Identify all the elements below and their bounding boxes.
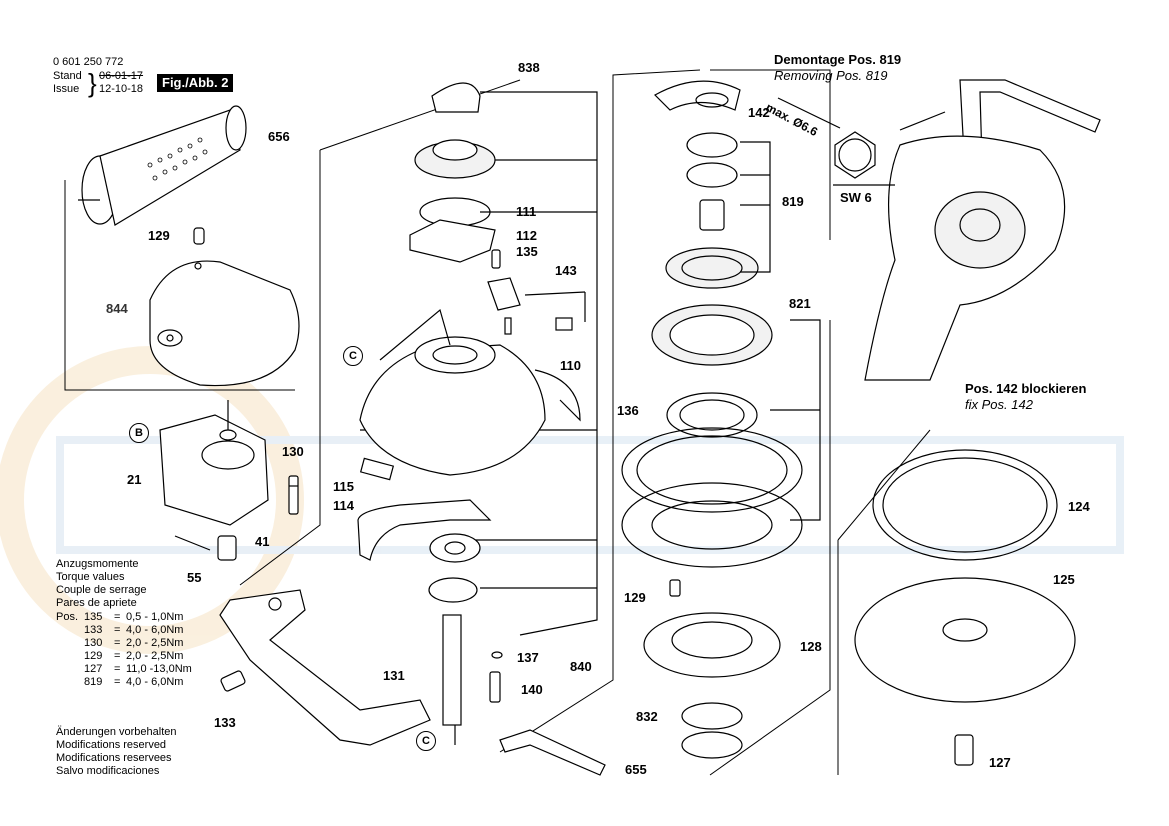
torque-pos: 129	[84, 650, 103, 662]
part-819: 819	[782, 194, 804, 209]
torque-value: 4,0 - 6,0Nm	[126, 624, 184, 636]
torque-eq: =	[114, 650, 121, 662]
torque-eq: =	[114, 676, 121, 688]
note-de: Änderungen vorbehalten	[56, 726, 177, 738]
torque-pos: 819	[84, 676, 103, 688]
right-column-parts	[621, 80, 803, 759]
torque-pos-label: Pos.	[56, 611, 79, 623]
part-41: 41	[255, 534, 270, 549]
part-140: 140	[521, 682, 543, 697]
document-number: 0 601 250 772	[53, 56, 124, 68]
figure-label: Fig./Abb. 2	[157, 74, 234, 92]
motor-cover-drawing	[149, 260, 300, 387]
torque-value: 2,0 - 2,5Nm	[126, 637, 184, 649]
torque-eq: =	[114, 624, 121, 636]
part-656: 656	[268, 129, 290, 144]
torque-title-de: Anzugsmomente	[56, 558, 139, 570]
part-133: 133	[214, 715, 236, 730]
callout-c-handle: C	[416, 731, 436, 751]
part-821: 821	[789, 296, 811, 311]
brace-glyph: }	[88, 68, 97, 98]
part-110: 110	[560, 358, 581, 373]
part-127: 127	[989, 755, 1011, 770]
stand-label: Stand	[53, 70, 82, 82]
torque-value: 2,0 - 2,5Nm	[126, 650, 184, 662]
part-143: 143	[555, 263, 577, 278]
screw-130-drawing	[288, 475, 299, 515]
callout-c-housing: C	[343, 346, 363, 366]
part-142: 142	[748, 105, 770, 120]
part-128: 128	[800, 639, 822, 654]
part-832: 832	[636, 709, 658, 724]
part-840: 840	[570, 659, 592, 674]
part-130: 130	[282, 444, 304, 459]
part-114: 114	[333, 498, 354, 513]
torque-title-en: Torque values	[56, 571, 125, 583]
removal-title-en: Removing Pos. 819	[774, 68, 888, 83]
part-129-top: 129	[148, 228, 170, 243]
torque-value: 4,0 - 6,0Nm	[126, 676, 184, 688]
part-112: 112	[516, 228, 537, 243]
part-125: 125	[1053, 572, 1075, 587]
part-838: 838	[518, 60, 540, 75]
wrench-size-label: SW 6	[840, 190, 872, 205]
issue-date: 12-10-18	[99, 83, 144, 95]
torque-pos: 130	[84, 637, 103, 649]
motor-drawing	[159, 400, 269, 526]
torque-eq: =	[114, 637, 121, 649]
note-es: Salvo modificaciones	[56, 765, 160, 777]
callout-b-motor: B	[129, 423, 149, 443]
torque-eq: =	[114, 611, 121, 623]
note-fr: Modifications reservees	[56, 752, 172, 764]
torque-value: 0,5 - 1,0Nm	[126, 611, 184, 623]
issue-label: Issue	[53, 83, 80, 95]
part-136: 136	[617, 403, 639, 418]
note-en: Modifications reserved	[56, 739, 167, 751]
part-111: 111	[516, 204, 537, 219]
stand-date: 06-01-17	[99, 70, 144, 82]
torque-pos: 127	[84, 663, 103, 675]
torque-pos: 135	[84, 611, 103, 623]
part-129-bottom: 129	[624, 590, 646, 605]
torque-eq: =	[114, 663, 121, 675]
torque-title-es: Pares de apriete	[56, 597, 137, 609]
part-844: 844	[106, 301, 128, 316]
part-131: 131	[383, 668, 405, 683]
torque-title-fr: Couple de serrage	[56, 584, 147, 596]
gear-housing-drawing	[359, 308, 581, 476]
torque-table: 135 = 0,5 - 1,0Nm 133 = 4,0 - 6,0Nm 130 = 2,0 …	[56, 611, 206, 689]
part-21: 21	[127, 472, 142, 487]
part-655: 655	[625, 762, 647, 777]
fix-pos-label-de: Pos. 142 blockieren	[965, 381, 1087, 396]
handle-drawing	[78, 105, 247, 226]
part-135: 135	[516, 244, 538, 259]
part-115: 115	[333, 479, 354, 494]
removal-title-de: Demontage Pos. 819	[774, 52, 902, 67]
group-frames	[64, 69, 931, 776]
part-124: 124	[1068, 499, 1090, 514]
fix-pos-label-en: fix Pos. 142	[965, 397, 1033, 412]
part-55: 55	[187, 570, 202, 585]
torque-value: 11,0 -13,0Nm	[126, 663, 192, 675]
part-137: 137	[517, 650, 539, 665]
removal-detail-drawing	[777, 79, 1101, 381]
torque-pos: 133	[84, 624, 103, 636]
side-handle-drawing	[219, 589, 431, 746]
